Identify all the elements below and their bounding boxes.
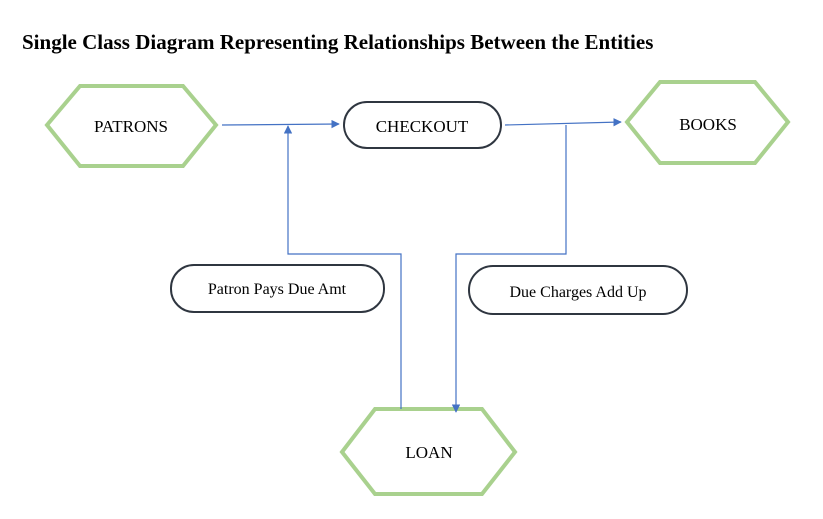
connector-loan-patrons <box>283 125 402 409</box>
relationship-checkout-label: CHECKOUT <box>376 117 469 136</box>
entity-loan-label: LOAN <box>405 443 452 462</box>
connector-checkout-loan <box>451 125 567 413</box>
connector-patrons-checkout <box>221 119 340 129</box>
entity-books-label: BOOKS <box>679 115 737 134</box>
relationship-due-charges[interactable]: Due Charges Add Up <box>468 265 688 315</box>
relationship-patron-pays[interactable]: Patron Pays Due Amt <box>170 264 385 313</box>
relationship-due-charges-label: Due Charges Add Up <box>509 284 646 301</box>
entity-patrons-label: PATRONS <box>94 117 168 136</box>
entity-loan[interactable]: LOAN <box>339 407 518 496</box>
entity-books[interactable]: BOOKS <box>624 80 791 165</box>
relationship-checkout[interactable]: CHECKOUT <box>343 101 502 149</box>
connector-checkout-books <box>504 117 622 127</box>
diagram-title: Single Class Diagram Representing Relati… <box>22 30 654 54</box>
relationship-patron-pays-label: Patron Pays Due Amt <box>208 281 347 298</box>
entity-patrons[interactable]: PATRONS <box>44 84 219 168</box>
